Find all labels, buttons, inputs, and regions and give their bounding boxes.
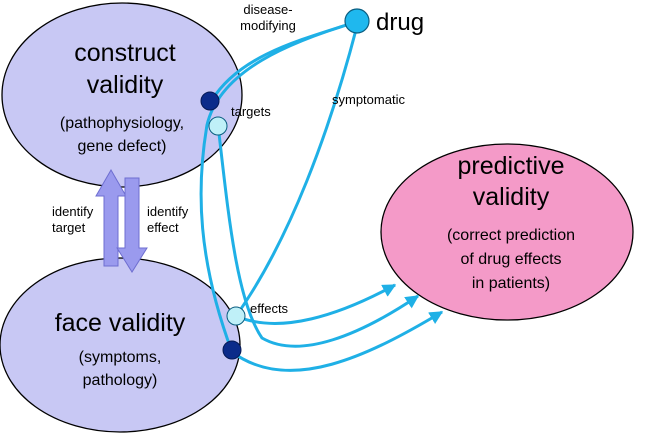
connection-lines (199, 20, 444, 372)
targets-label: targets (231, 104, 271, 119)
effect-node-light (226, 306, 246, 326)
disease-modifying-line-b (199, 20, 357, 353)
predictive-subtitle-line-1: (correct prediction (447, 227, 575, 244)
face-subtitle-line-1: (symptoms, (79, 349, 162, 366)
face-subtitle-line-2: pathology) (83, 372, 158, 389)
face-title: face validity (55, 309, 186, 337)
effect-node-dark (222, 340, 242, 360)
identify-target-label-line-1: identify (52, 204, 94, 219)
construct-subtitle-line-1: (pathophysiology, (60, 115, 184, 132)
identify-effect-label-line-2: effect (147, 220, 179, 235)
effect-line-middle (216, 124, 420, 348)
face-validity-ellipse (0, 257, 241, 433)
predictive-title-line-2: validity (473, 183, 550, 211)
predictive-validity-ellipse (380, 143, 634, 321)
identify-target-label-line-2: target (52, 220, 86, 235)
identify-effect-label-line-1: identify (147, 204, 189, 219)
drug-label: drug (376, 9, 424, 36)
disease-modifying-label-line-2: modifying (240, 18, 296, 33)
target-node-dark (200, 91, 220, 111)
target-node-light (208, 116, 228, 136)
effects-label: effects (250, 301, 289, 316)
identify-effect-arrow (116, 177, 148, 273)
predictive-title-line-1: predictive (458, 152, 565, 180)
disease-modifying-label-line-1: disease- (243, 2, 292, 17)
predictive-subtitle-line-3: in patients) (472, 275, 550, 292)
effect-line-lower (231, 310, 444, 372)
symptomatic-line (234, 25, 359, 317)
construct-title-line-1: construct (74, 39, 175, 67)
symptomatic-label: symptomatic (332, 92, 405, 107)
construct-validity-ellipse (1, 2, 243, 188)
construct-title-line-2: validity (87, 71, 164, 99)
predictive-subtitle-line-2: of drug effects (460, 251, 561, 268)
drug-node (344, 8, 370, 34)
identify-target-arrow (95, 168, 127, 267)
construct-subtitle-line-2: gene defect) (78, 138, 167, 155)
